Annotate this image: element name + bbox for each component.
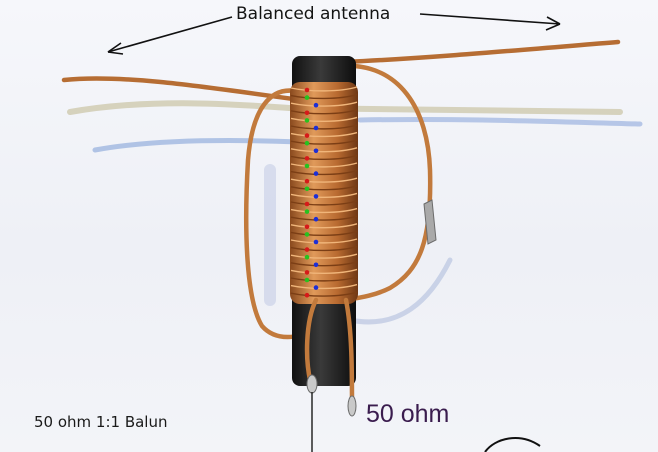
phasing-dot-blue bbox=[313, 262, 319, 268]
phasing-dot-blue bbox=[313, 171, 319, 176]
phasing-dot-green bbox=[304, 254, 310, 260]
phasing-dot-red bbox=[304, 270, 310, 275]
arrow-right bbox=[419, 13, 561, 31]
coil-turn bbox=[290, 177, 358, 183]
coil-turn bbox=[290, 124, 358, 130]
coil-turn bbox=[290, 200, 358, 206]
balun-caption: 50 ohm 1:1 Balun bbox=[34, 413, 168, 431]
coil-turn bbox=[290, 147, 358, 153]
coil-turn bbox=[290, 154, 358, 160]
arrow-left bbox=[107, 16, 233, 55]
coil-turn bbox=[290, 169, 358, 176]
coil-turn bbox=[290, 109, 358, 115]
phasing-dot-green bbox=[304, 209, 310, 214]
phasing-dot-red bbox=[304, 87, 310, 93]
coil-turn bbox=[290, 116, 358, 122]
coil-turn bbox=[290, 261, 358, 267]
phasing-dot-red bbox=[304, 156, 310, 161]
phasing-dot-blue bbox=[313, 194, 319, 199]
coil-turn bbox=[290, 86, 358, 92]
phasing-dot-red bbox=[304, 224, 310, 230]
antenna-label: Balanced antenna bbox=[236, 4, 391, 24]
coil-turn bbox=[290, 245, 358, 252]
coil-turn bbox=[290, 101, 358, 107]
left-loop-wire bbox=[243, 88, 319, 340]
lead-tip-right bbox=[347, 395, 357, 417]
phasing-dot-red bbox=[304, 292, 310, 298]
coil-turn bbox=[290, 283, 358, 290]
coil-turn bbox=[290, 162, 358, 168]
phasing-dot-red bbox=[304, 178, 310, 184]
phasing-dot-green bbox=[304, 163, 310, 169]
phasing-dot-green bbox=[304, 140, 310, 146]
coil-turn bbox=[290, 93, 358, 100]
phasing-dot-green bbox=[304, 95, 310, 100]
phasing-dot-green bbox=[304, 277, 310, 283]
phasing-dot-blue bbox=[313, 216, 319, 222]
phasing-dot-red bbox=[304, 247, 310, 252]
phasing-dot-green bbox=[304, 186, 310, 192]
coil-turn bbox=[290, 139, 358, 145]
right-antenna-wire bbox=[342, 39, 621, 65]
coil-turn bbox=[290, 268, 358, 274]
coil-turn bbox=[290, 192, 358, 198]
phasing-dot-blue bbox=[313, 239, 319, 245]
partial-circle bbox=[484, 437, 541, 452]
coil-turn bbox=[290, 276, 358, 282]
coil-turn bbox=[290, 185, 358, 191]
coil-turn bbox=[290, 215, 358, 221]
coil-turn bbox=[290, 291, 358, 297]
coil-turn bbox=[290, 131, 358, 138]
coil-turn bbox=[290, 207, 358, 214]
phasing-dot-blue bbox=[313, 285, 319, 290]
phasing-dot-blue bbox=[313, 148, 319, 154]
copper-coil bbox=[290, 82, 358, 304]
phasing-dot-red bbox=[304, 201, 310, 207]
phasing-dot-blue bbox=[313, 102, 319, 108]
phasing-dots bbox=[304, 87, 319, 298]
coil-turn bbox=[290, 230, 358, 236]
phasing-dot-red bbox=[304, 133, 310, 138]
left-antenna-wire bbox=[61, 76, 303, 103]
coil-turn bbox=[290, 253, 358, 259]
wire-shadows bbox=[67, 100, 643, 325]
phasing-dot-blue bbox=[313, 125, 319, 131]
coil-turn bbox=[290, 238, 358, 244]
phasing-dot-red bbox=[304, 110, 310, 116]
phasing-dot-green bbox=[304, 118, 310, 123]
solder-joint bbox=[423, 199, 437, 245]
impedance-label: 50 ohm bbox=[366, 400, 450, 428]
phasing-dot-green bbox=[304, 232, 310, 237]
coil-turn bbox=[290, 223, 358, 229]
lead-tip-left bbox=[306, 374, 318, 394]
coil-turns bbox=[290, 86, 358, 297]
